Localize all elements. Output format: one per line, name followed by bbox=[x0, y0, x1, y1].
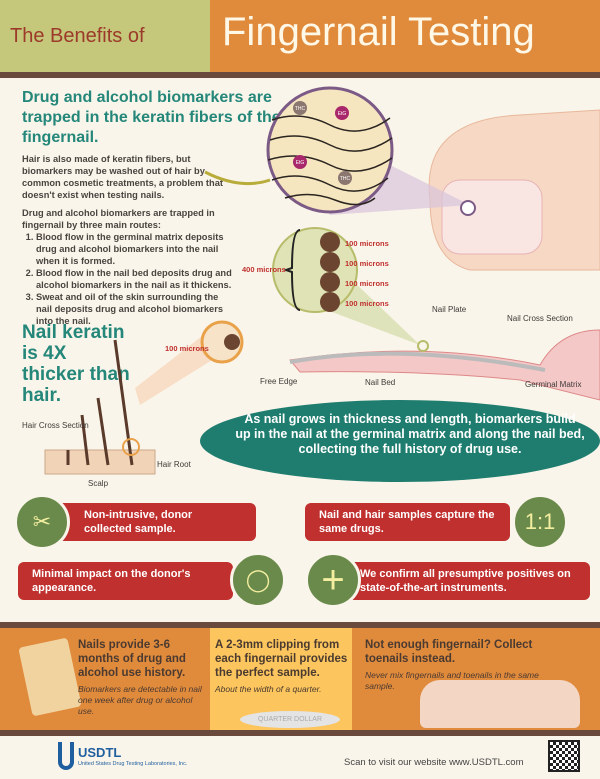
fact-card: Nails provide 3-6 months of drug and alc… bbox=[78, 638, 203, 717]
fact-card: A 2-3mm clipping from each fingernail pr… bbox=[215, 638, 351, 695]
plus-icon: + bbox=[305, 552, 361, 608]
callout-ellipse bbox=[200, 400, 600, 482]
company-name: United States Drug Testing Laboratories,… bbox=[78, 761, 188, 767]
fact-heading: Not enough fingernail? Collect toenails … bbox=[365, 639, 533, 665]
hair-cross-section-label: Hair Cross Section bbox=[22, 421, 89, 430]
nail-clipper-icon: ✂ bbox=[14, 494, 70, 550]
band-divider bbox=[0, 622, 600, 628]
intro-paragraph: Hair is also made of keratin fibers, but… bbox=[22, 154, 223, 200]
header-left-panel bbox=[0, 0, 210, 72]
fact-heading: Nails provide 3-6 months of drug and alc… bbox=[78, 639, 186, 679]
routes-intro: Drug and alcohol biomarkers are trapped … bbox=[22, 208, 215, 230]
nail-cross-section bbox=[289, 329, 600, 401]
layer-label: 100 microns bbox=[345, 239, 389, 248]
etg-marker: EtG bbox=[338, 111, 347, 117]
layer-label: 100 microns bbox=[345, 259, 389, 268]
scalp-label: Scalp bbox=[88, 479, 109, 488]
intro-heading: Drug and alcohol biomarkers are trapped … bbox=[22, 89, 281, 146]
nail-bed-label: Nail Bed bbox=[365, 378, 395, 387]
hair-magnifier bbox=[200, 320, 244, 364]
germinal-matrix-label: Germinal Matrix bbox=[525, 380, 581, 389]
nail-plate-label: Nail Plate bbox=[432, 305, 467, 314]
toes-icon bbox=[420, 680, 580, 728]
hair-microns-label: 100 microns bbox=[165, 344, 209, 353]
routes-section: Drug and alcohol biomarkers are trapped … bbox=[22, 207, 234, 327]
band-divider bbox=[0, 730, 600, 736]
thc-marker: THC bbox=[340, 176, 351, 182]
fact-note: Biomarkers are detectable in nail one we… bbox=[78, 684, 202, 716]
website-link[interactable]: Scan to visit our website www.USDTL.com bbox=[344, 757, 524, 768]
header-divider bbox=[0, 72, 600, 78]
hair-root-label: Hair Root bbox=[157, 460, 192, 469]
benefit-card: Non-intrusive, donor collected sample. bbox=[56, 503, 256, 541]
keratin-claim: Nail keratin is 4X thicker than hair. bbox=[22, 322, 130, 406]
fact-card: Not enough fingernail? Collect toenails … bbox=[365, 638, 565, 692]
qr-code-icon[interactable] bbox=[548, 740, 580, 772]
nail-plate-shape bbox=[441, 179, 543, 255]
fact-note: Never mix fingernails and toenails in th… bbox=[365, 670, 539, 691]
benefit-card: Nail and hair samples capture the same d… bbox=[305, 503, 510, 541]
routes-list: Blood flow in the germinal matrix deposi… bbox=[22, 231, 234, 327]
mirror-icon: ◯ bbox=[230, 552, 286, 608]
ratio-icon: 1:1 bbox=[512, 494, 568, 550]
fact-note: About the width of a quarter. bbox=[215, 684, 322, 694]
arrow-icon bbox=[204, 170, 271, 186]
scalp-shape bbox=[44, 449, 156, 475]
header-subtitle: The Benefits of bbox=[10, 25, 145, 47]
layer-label: 100 microns bbox=[345, 299, 389, 308]
nail-cross-section-label: Nail Cross Section bbox=[507, 314, 573, 323]
benefit-card: We confirm all presumptive positives on … bbox=[340, 562, 590, 600]
fact-heading: A 2-3mm clipping from each fingernail pr… bbox=[215, 639, 348, 679]
callout-text: As nail grows in thickness and length, b… bbox=[235, 412, 585, 456]
thc-marker: THC bbox=[295, 106, 306, 112]
header-right-panel bbox=[210, 0, 600, 72]
route-item: Blood flow in the germinal matrix deposi… bbox=[36, 231, 234, 267]
quarter-coin-icon: QUARTER DOLLAR bbox=[240, 711, 340, 728]
benefit-card: Minimal impact on the donor's appearance… bbox=[18, 562, 233, 600]
layer-label: 100 microns bbox=[345, 279, 389, 288]
route-item: Sweat and oil of the skin surrounding th… bbox=[36, 291, 234, 327]
etg-marker: EtG bbox=[296, 160, 305, 166]
total-thickness-label: 400 microns bbox=[242, 265, 286, 274]
logo-text: USDTL bbox=[78, 745, 122, 760]
free-edge-label: Free Edge bbox=[260, 377, 298, 386]
usdtl-logo-icon bbox=[58, 742, 74, 770]
route-item: Blood flow in the nail bed deposits drug… bbox=[36, 267, 234, 291]
header-title: Fingernail Testing bbox=[222, 10, 535, 54]
keratin-magnifier bbox=[266, 86, 394, 214]
nail-illustration: THC EtG EtG THC 400 microns 100 microns … bbox=[22, 86, 600, 488]
